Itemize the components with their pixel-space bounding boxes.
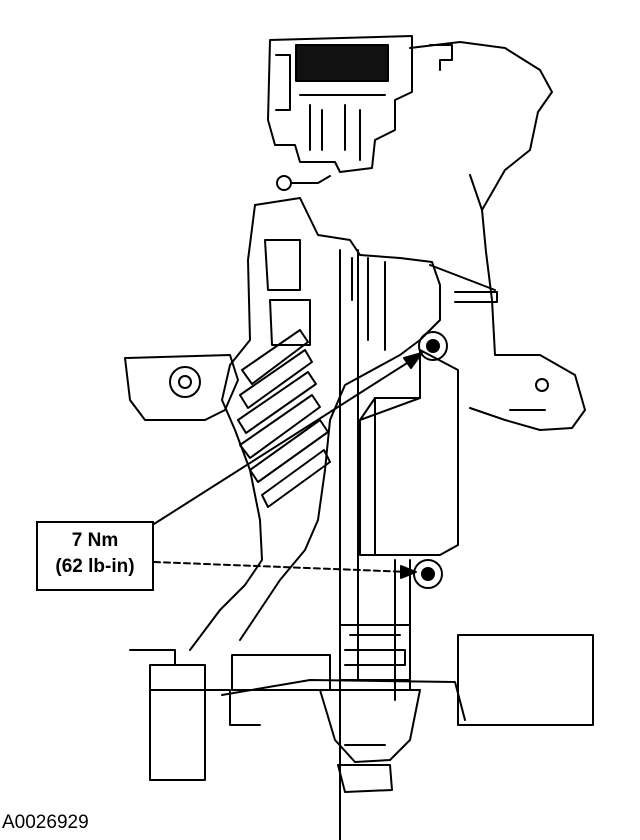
upper-bolt: [418, 331, 448, 361]
universal-joint: [319, 689, 421, 793]
key-ring-arm: [290, 175, 331, 184]
column-inner-walls: [264, 239, 386, 351]
control-module: [359, 349, 459, 556]
steering-shaft: [339, 249, 411, 840]
bracket-hole-left: [169, 366, 201, 398]
control-module-face: [359, 397, 421, 556]
bracket-hole-right: [535, 378, 549, 392]
torque-nm-label: 7 Nm: [71, 530, 119, 551]
lower-bolt: [413, 559, 443, 589]
lock-housing-top-block: [295, 44, 389, 82]
lock-housing-detail: [275, 54, 386, 161]
bracket-hole-left-inner: [178, 375, 192, 389]
mounting-bracket-left: [124, 354, 239, 421]
torque-callout: 7 Nm (62 lb-in): [36, 521, 154, 591]
lower-column-base: [221, 654, 466, 721]
leader-arrow-upper: [403, 352, 423, 369]
housing-inner-edge: [429, 174, 498, 303]
leader-arrow-lower: [400, 565, 417, 579]
connector-left: [149, 664, 206, 781]
key-ring: [276, 175, 292, 191]
connector-strut: [129, 649, 261, 726]
right-panel: [457, 634, 594, 726]
leader-line-upper: [153, 357, 416, 525]
lock-housing: [267, 35, 413, 173]
lower-column-clamp: [339, 624, 411, 681]
leader-line-lower: [153, 561, 411, 573]
lock-tab: [429, 44, 453, 71]
background-housing: [409, 41, 586, 431]
column-left-edge: [189, 204, 263, 651]
column-ribs: [237, 329, 331, 508]
torque-lbin-label: (62 lb-in): [55, 556, 135, 577]
figure-id: A0026929: [2, 812, 89, 833]
